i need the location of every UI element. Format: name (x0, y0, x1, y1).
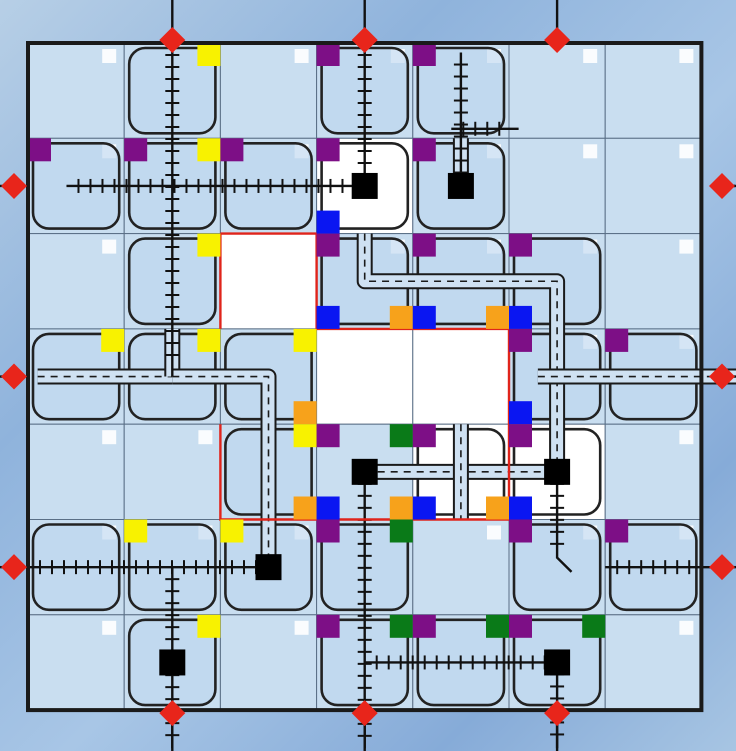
exit-arrow-icon[interactable] (351, 27, 378, 53)
station-square[interactable] (351, 172, 378, 199)
blue-marker (316, 305, 340, 329)
orange-marker (293, 496, 317, 520)
purple-marker (316, 43, 340, 66)
rail-track (555, 471, 573, 573)
colored-markers (28, 43, 629, 638)
exit-arrow-icon[interactable] (1, 172, 27, 199)
purple-marker (412, 233, 436, 257)
exit-arrow-icon[interactable] (159, 700, 186, 727)
purple-marker (316, 519, 340, 543)
yellow-marker (197, 328, 221, 352)
purple-marker (412, 424, 436, 448)
station-square[interactable] (447, 172, 474, 199)
cell-corner-mark (679, 430, 694, 445)
yellow-marker (197, 43, 221, 66)
exit-arrow-icon[interactable] (351, 700, 378, 727)
blue-marker (509, 496, 532, 520)
road-centre-line (363, 233, 558, 472)
yellow-marker (101, 328, 125, 352)
blue-marker (509, 305, 532, 329)
blue-marker (509, 401, 532, 425)
yellow-marker (197, 233, 221, 257)
orange-marker (389, 496, 413, 520)
cell-corner-mark (102, 49, 117, 63)
yellow-marker (220, 519, 244, 543)
blue-marker (316, 496, 340, 520)
blue-marker (412, 496, 436, 520)
cell-corner-mark (679, 49, 694, 63)
exit-arrow-icon[interactable] (544, 700, 571, 727)
yellow-marker (124, 519, 148, 543)
cell-corner-mark (679, 239, 694, 254)
cell-corner-mark (102, 430, 117, 445)
cell-corner-mark (583, 144, 598, 159)
blue-marker (412, 305, 436, 329)
exit-arrow-icon[interactable] (1, 554, 27, 581)
station-square[interactable] (159, 649, 186, 676)
blue-marker (316, 210, 340, 234)
green-marker (389, 424, 413, 448)
cell-corner-mark (198, 430, 213, 445)
cell-corner-mark (294, 620, 309, 635)
exit-arrow-icon[interactable] (1, 363, 27, 390)
orange-marker (389, 305, 413, 329)
station-square[interactable] (544, 458, 571, 485)
orange-marker (486, 305, 509, 329)
purple-marker (412, 614, 436, 638)
purple-marker (124, 138, 148, 162)
orange-marker (486, 496, 509, 520)
station-square[interactable] (255, 554, 282, 581)
rails (28, 43, 736, 749)
cell-corner-mark (679, 620, 694, 635)
stations (159, 172, 571, 676)
yellow-marker (197, 614, 221, 638)
yellow-marker (197, 138, 221, 162)
purple-marker (412, 43, 436, 66)
purple-marker (316, 138, 340, 162)
orange-marker (293, 401, 317, 425)
cell-corner-mark (294, 239, 309, 254)
purple-marker (509, 614, 532, 638)
green-marker (582, 614, 606, 638)
station-square[interactable] (351, 458, 378, 485)
exit-arrow-icon[interactable] (709, 363, 735, 390)
cell-corner-mark (487, 525, 501, 540)
purple-marker (28, 138, 51, 162)
green-marker (389, 519, 413, 543)
cell-corner-mark (390, 334, 405, 349)
purple-marker (316, 233, 340, 257)
exit-arrow-icon[interactable] (709, 172, 735, 199)
cell-corner-mark (583, 49, 598, 63)
purple-marker (509, 233, 532, 257)
green-marker (486, 614, 509, 638)
purple-marker (316, 424, 340, 448)
purple-marker (605, 519, 629, 543)
green-marker (389, 614, 413, 638)
purple-marker (412, 138, 436, 162)
cell-corner-mark (102, 620, 117, 635)
purple-marker (605, 328, 629, 352)
exit-arrow-icon[interactable] (159, 27, 186, 53)
purple-marker (509, 328, 532, 352)
purple-marker (316, 614, 340, 638)
yellow-marker (293, 424, 317, 448)
purple-marker (509, 424, 532, 448)
cell-corner-mark (294, 49, 309, 63)
purple-marker (509, 519, 532, 543)
exit-arrow-icon[interactable] (544, 27, 571, 53)
exit-arrow-icon[interactable] (709, 554, 735, 581)
station-square[interactable] (544, 649, 571, 676)
road-centre-line (172, 375, 270, 568)
cell-corner-mark (102, 239, 117, 254)
yellow-marker (293, 328, 317, 352)
purple-marker (220, 138, 244, 162)
cell-corner-mark (487, 334, 501, 349)
cell-corner-mark (679, 144, 694, 159)
